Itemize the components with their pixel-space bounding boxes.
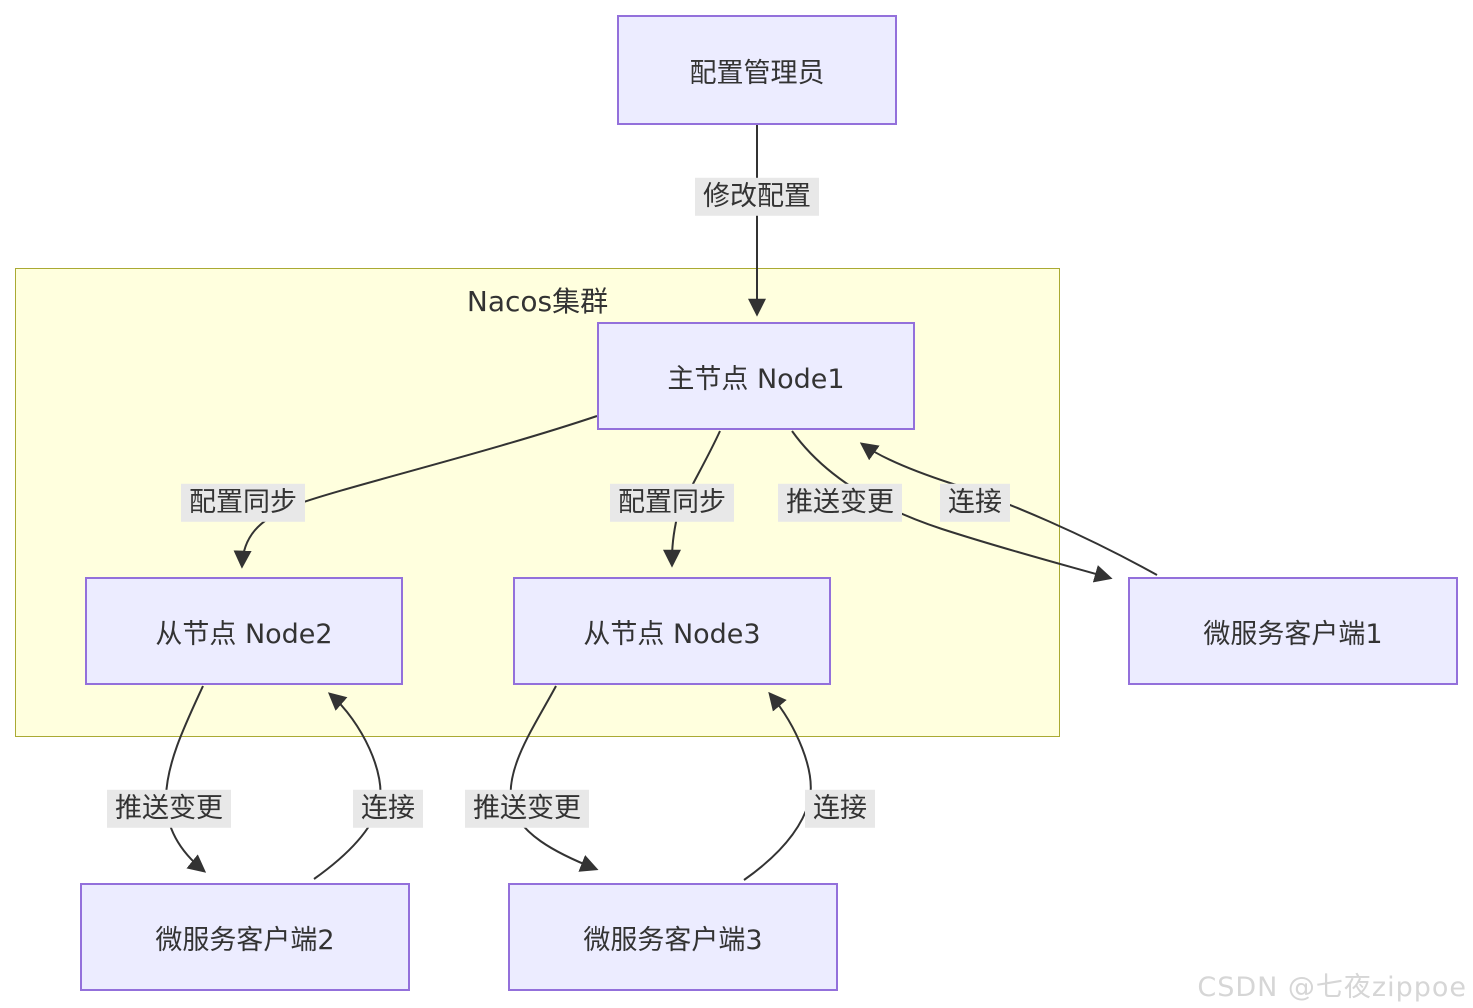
node-microservice-client1: 微服务客户端1	[1128, 577, 1458, 685]
edge-label-connect-1: 连接	[940, 483, 1010, 523]
edge-client3-node3	[743, 691, 812, 881]
watermark: CSDN @七夜zippoe	[1197, 972, 1467, 1003]
node-microservice-client3: 微服务客户端3	[508, 883, 838, 991]
edge-label-connect-3: 连接	[805, 789, 875, 829]
edge-label-config-sync-2: 配置同步	[610, 483, 734, 523]
node-master-node1: 主节点 Node1	[597, 322, 915, 430]
edge-client2-node2	[313, 692, 382, 880]
node-slave-node2: 从节点 Node2	[85, 577, 403, 685]
edge-node2-client2	[164, 685, 207, 873]
edge-label-connect-2: 连接	[353, 789, 423, 829]
node-slave-node3: 从节点 Node3	[513, 577, 831, 685]
edge-node1-node2	[233, 415, 598, 569]
edge-node3-client3	[509, 685, 599, 872]
nacos-cluster-title: Nacos集群	[466, 285, 609, 318]
node-config-admin: 配置管理员	[617, 15, 897, 125]
edge-label-push-change-1: 推送变更	[778, 483, 902, 523]
edge-node1-client1	[791, 430, 1113, 583]
edge-label-push-change-3: 推送变更	[465, 789, 589, 829]
node-microservice-client2: 微服务客户端2	[80, 883, 410, 991]
edge-label-config-sync-1: 配置同步	[181, 483, 305, 523]
edge-label-modify-config: 修改配置	[695, 177, 819, 217]
edge-label-push-change-2: 推送变更	[107, 789, 231, 829]
